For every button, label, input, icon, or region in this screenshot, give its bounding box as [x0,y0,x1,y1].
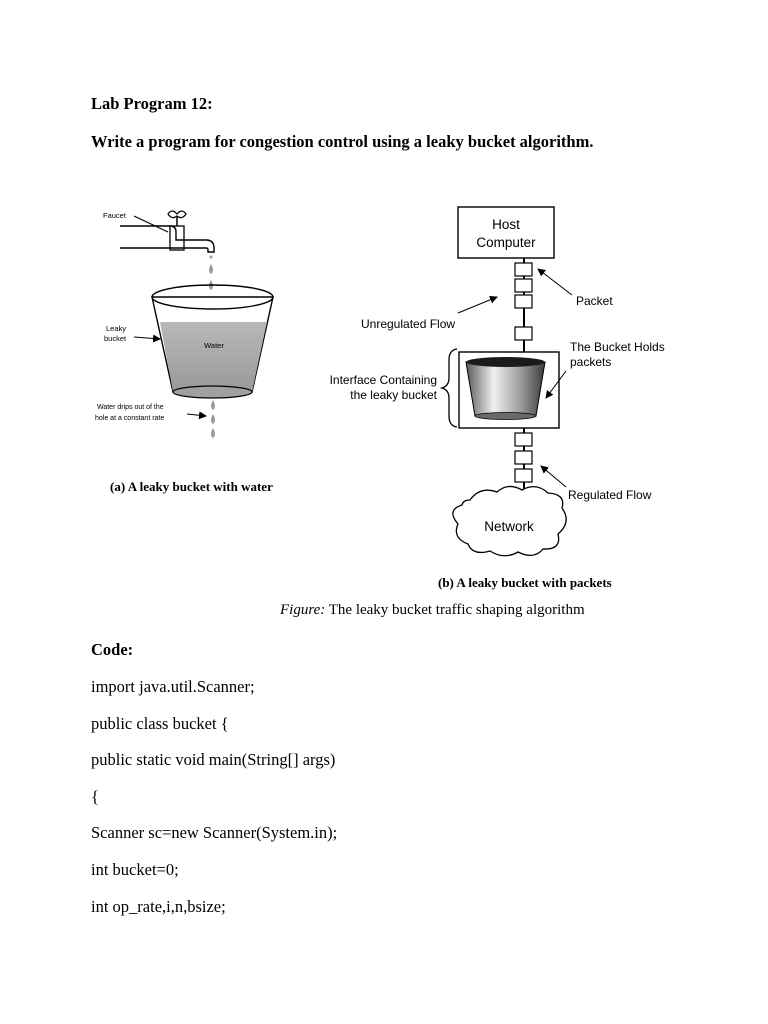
code-line: int op_rate,i,n,bsize; [91,896,226,916]
drip-label-1: Water drips out of the [97,404,164,411]
leaky-bucket-label-2: bucket [104,334,127,343]
figure-a-caption: (a) A leaky bucket with water [110,479,273,494]
figure-b-caption: (b) A leaky bucket with packets [438,575,612,590]
code-line: Scanner sc=new Scanner(System.in); [91,823,338,843]
lab-title: Lab Program 12: [91,94,213,113]
leaky-bucket-label-1: Leaky [106,324,126,333]
code-line: public class bucket { [91,713,229,733]
packets-unregulated [514,262,533,341]
task-statement: Write a program for congestion control u… [91,132,594,151]
host-label-2: Computer [476,235,536,250]
water-drops-bottom [211,400,215,438]
figure-caption-prefix: Figure: [280,602,326,618]
interface-label-2: the leaky bucket [350,388,437,402]
code-line: { [91,786,99,806]
unregulated-flow-label: Unregulated Flow [361,317,455,331]
packet-label: Packet [576,294,613,308]
faucet-label: Faucet [103,211,127,220]
packets-regulated [514,432,533,483]
interface-brace [439,348,458,428]
water-drops-top [209,264,213,290]
regulated-flow-label: Regulated Flow [568,488,652,502]
interface-label-1: Interface Containing [330,373,437,387]
drip-label-2: hole at a constant rate [95,415,164,422]
bucket-illustration [151,284,274,399]
code-line: public static void main(String[] args) [91,750,336,770]
network-label: Network [484,519,534,534]
code-heading: Code: [91,640,134,659]
bucket-icon [465,357,546,420]
water-label: Water [204,341,224,350]
faucet-icon [120,210,215,259]
bucket-holds-label-2: packets [570,355,611,369]
bucket-holds-label-1: The Bucket Holds [570,340,665,354]
figure-caption-text: The leaky bucket traffic shaping algorit… [325,602,585,618]
figure-caption: Figure: The leaky bucket traffic shaping… [280,602,585,619]
host-label-1: Host [492,217,520,232]
leaky-bucket-figure: Faucet Water Leaky bucket Water drips ou… [95,206,665,557]
code-line: int bucket=0; [91,860,179,879]
host-computer-box [457,206,555,259]
code-line: import java.util.Scanner; [91,677,255,696]
network-cloud [452,485,567,557]
